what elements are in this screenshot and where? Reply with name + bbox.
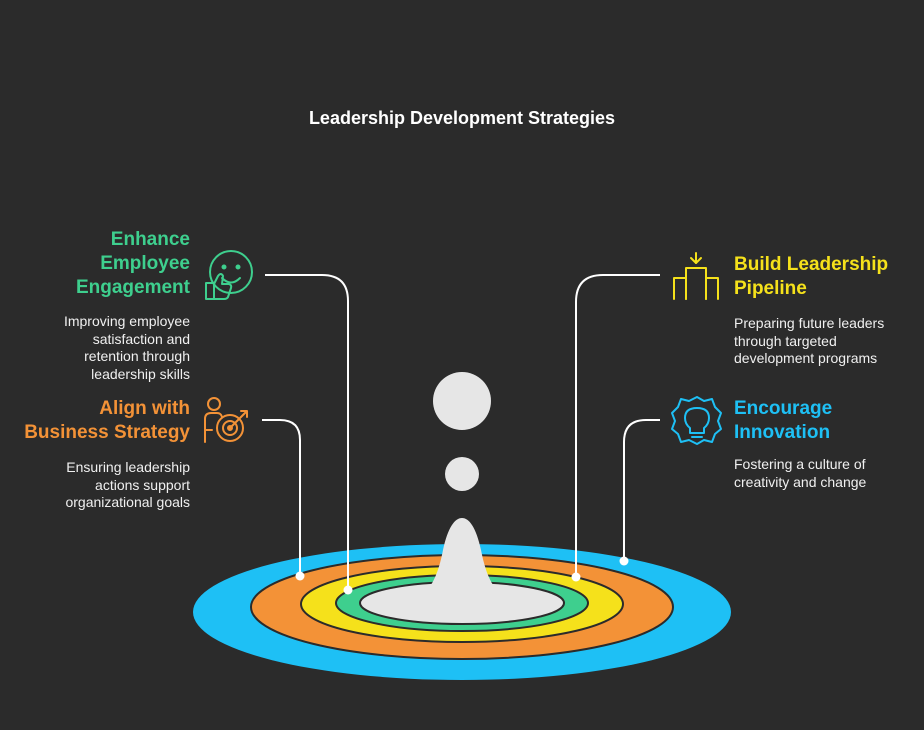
description-line: retention through xyxy=(84,348,190,364)
connector-innovation xyxy=(623,419,660,561)
connector-dot-engagement xyxy=(343,585,353,595)
description-line: leadership skills xyxy=(91,365,190,382)
description-line: creativity and change xyxy=(734,473,867,490)
heading-line: Business Strategy xyxy=(24,422,190,443)
heading-line: Pipeline xyxy=(734,278,807,299)
description-line: satisfaction and xyxy=(92,330,190,347)
description-line: development programs xyxy=(734,350,878,366)
description-line: actions support xyxy=(95,476,190,493)
gear-lightbulb-icon xyxy=(671,396,722,445)
description-line: Ensuring leadership xyxy=(66,459,190,475)
description-line: organizational goals xyxy=(65,494,190,510)
description-line: Improving employee xyxy=(63,313,190,329)
description-line: Preparing future leaders xyxy=(734,315,885,331)
connector-engagement xyxy=(265,274,349,590)
heading-align-with-business-strategy: Align with Business Strategy xyxy=(24,397,190,445)
connector-dot-pipeline xyxy=(571,572,581,582)
water-drop-large xyxy=(433,372,491,430)
podium-arrow-icon xyxy=(673,252,719,300)
heading-encourage-innovation: Encourage Innovation xyxy=(734,397,832,445)
connector-pipeline xyxy=(575,274,660,577)
description-line: through targeted xyxy=(734,332,837,349)
connector-dot-innovation xyxy=(619,556,629,566)
heading-build-leadership-pipeline: Build Leadership Pipeline xyxy=(734,253,888,301)
person-target-icon xyxy=(204,397,248,443)
connector-strategy xyxy=(262,419,301,576)
description-line: Fostering a culture of xyxy=(734,456,866,472)
description-align-with-business-strategy: Ensuring leadership actions support orga… xyxy=(65,459,190,512)
heading-line: Build Leadership xyxy=(734,254,889,275)
heading-line: Enhance xyxy=(110,229,190,250)
water-splash xyxy=(398,518,526,612)
heading-line: Align with xyxy=(99,398,190,419)
heading-line: Encourage xyxy=(734,398,833,419)
connector-dot-strategy xyxy=(295,571,305,581)
description-encourage-innovation: Fostering a culture of creativity and ch… xyxy=(734,456,866,491)
description-build-leadership-pipeline: Preparing future leaders through targete… xyxy=(734,315,884,368)
heading-line: Engagement xyxy=(75,277,190,298)
thumbs-up-smiley-icon xyxy=(205,250,253,300)
description-enhance-employee-engagement: Improving employee satisfaction and rete… xyxy=(64,313,190,383)
water-drop-small xyxy=(445,457,479,491)
page-title: Leadership Development Strategies xyxy=(308,108,616,128)
heading-line: Employee xyxy=(100,253,190,274)
heading-enhance-employee-engagement: Enhance Employee Engagement xyxy=(76,228,190,300)
heading-line: Innovation xyxy=(734,422,831,443)
